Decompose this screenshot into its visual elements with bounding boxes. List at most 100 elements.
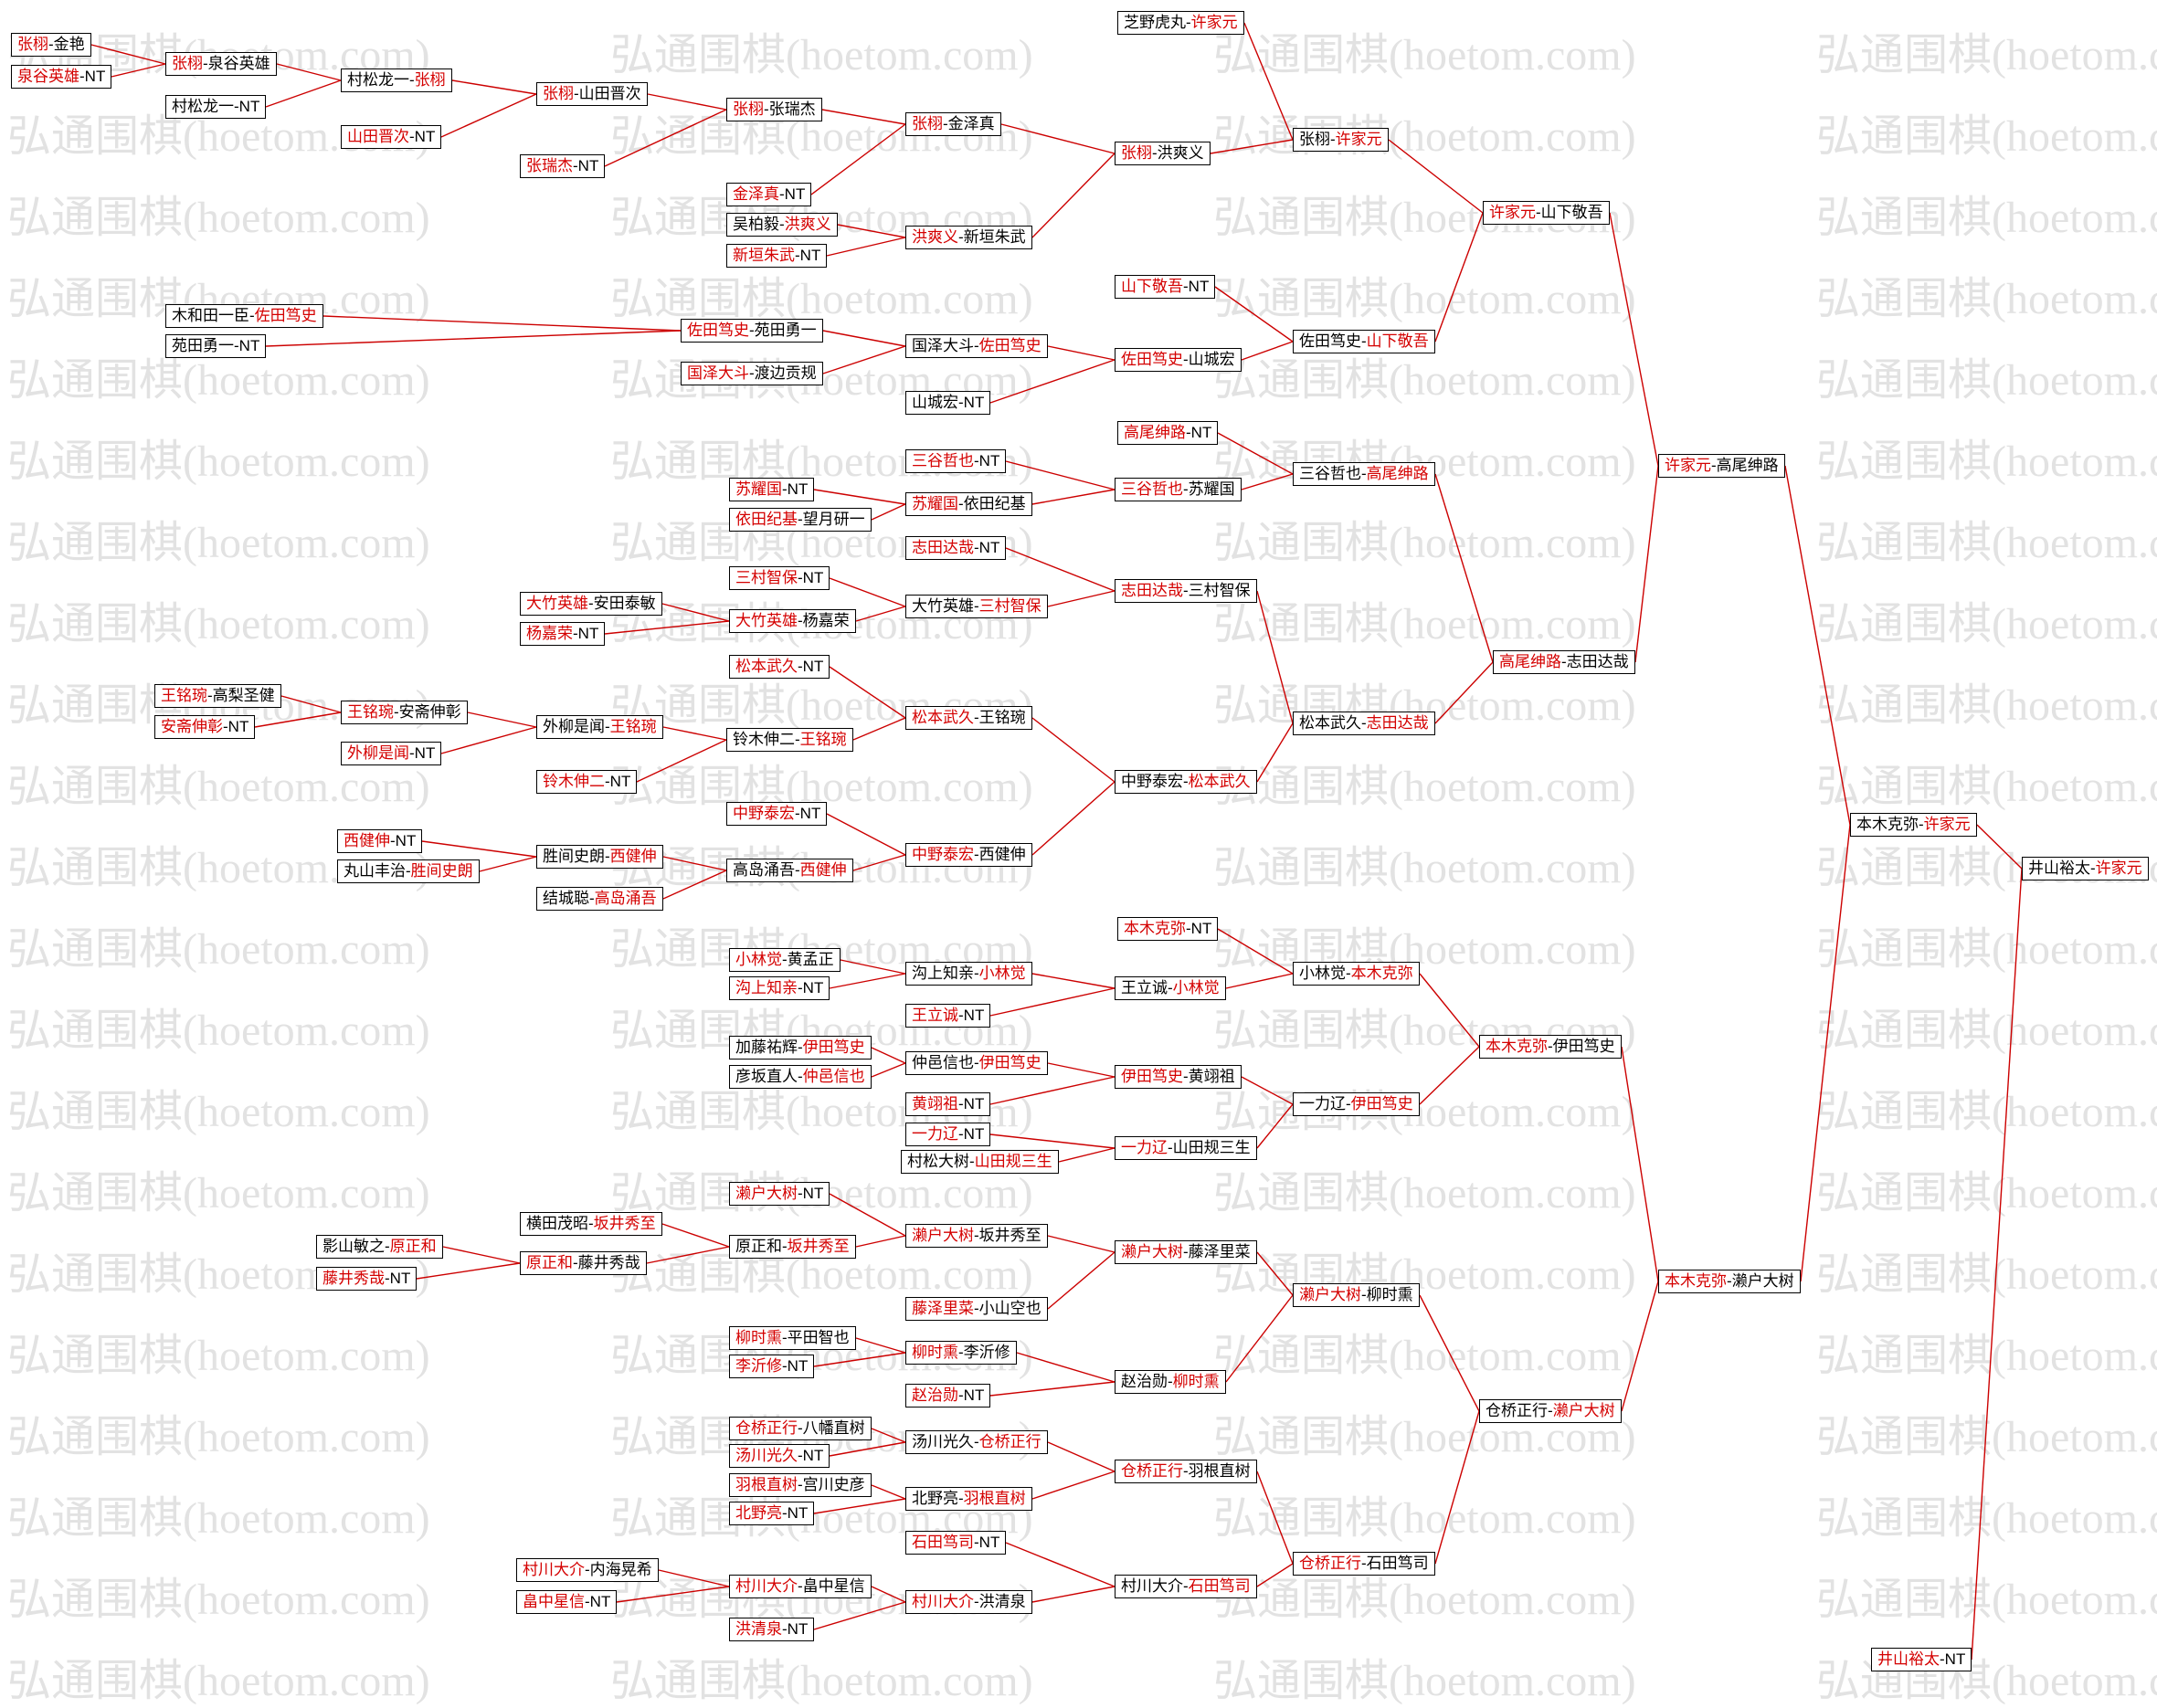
match-box-n71[interactable]: 彦坂直人-仲邑信也: [729, 1065, 872, 1089]
match-box-n47[interactable]: 王铭琬-安斋伸彰: [341, 701, 468, 724]
match-box-n87[interactable]: 原正和-藤井秀哉: [520, 1251, 647, 1275]
match-box-n22[interactable]: 国泽大斗-渡边贡规: [681, 362, 823, 385]
match-box-n96[interactable]: 赵治勋-柳时熏: [1115, 1370, 1226, 1394]
match-box-n52[interactable]: 松本武久-王铭琬: [905, 706, 1032, 730]
match-box-n60[interactable]: 结城聪-高岛涌吾: [536, 887, 663, 911]
match-box-n80[interactable]: 井山裕太-许家元: [2022, 857, 2149, 880]
match-box-n25[interactable]: 佐田笃史-山城宏: [1115, 348, 1242, 372]
match-box-n82[interactable]: 井山裕太-NT: [1871, 1648, 1972, 1671]
match-box-n30[interactable]: 苏耀国-NT: [729, 478, 815, 501]
match-box-n26[interactable]: 山下敬吾-NT: [1115, 275, 1216, 299]
match-box-n12[interactable]: 吴柏毅-洪爽义: [726, 213, 838, 237]
match-box-n4[interactable]: 村松龙一-NT: [165, 95, 267, 119]
match-box-n37[interactable]: 三村智保-NT: [729, 566, 830, 590]
match-box-n103[interactable]: 北野亮-NT: [729, 1502, 815, 1525]
match-box-n49[interactable]: 外柳是闻-王铭琬: [536, 715, 663, 739]
match-box-n99[interactable]: 仓桥正行-八幡直树: [729, 1417, 872, 1440]
match-box-n81[interactable]: 本木克弥-濑户大树: [1658, 1270, 1801, 1293]
match-box-n40[interactable]: 大竹英雄-杨嘉荣: [729, 609, 856, 633]
match-box-n98[interactable]: 仓桥正行-濑户大树: [1479, 1399, 1622, 1423]
match-box-n91[interactable]: 藤泽里菜-小山空也: [905, 1297, 1048, 1321]
match-box-n94[interactable]: 柳时熏-李沂修: [905, 1341, 1017, 1365]
match-box-n79[interactable]: 本木克弥-许家元: [1850, 813, 1977, 837]
match-box-n45[interactable]: 王铭琬-高梨圣健: [154, 684, 281, 708]
match-box-n90[interactable]: 濑户大树-藤泽里菜: [1115, 1240, 1257, 1264]
match-box-n92[interactable]: 柳时熏-平田智也: [729, 1326, 856, 1350]
match-box-n18[interactable]: 许家元-山下敬吾: [1483, 201, 1610, 225]
match-box-n102[interactable]: 羽根直树-宫川史彦: [729, 1473, 872, 1497]
match-box-n73[interactable]: 伊田笃史-黄翊祖: [1115, 1065, 1242, 1089]
match-box-n38[interactable]: 大竹英雄-安田泰敏: [520, 592, 662, 616]
match-box-n111[interactable]: 洪清泉-NT: [729, 1618, 815, 1641]
match-box-n57[interactable]: 丸山丰治-胜间史朗: [337, 859, 480, 883]
match-box-n21[interactable]: 佐田笃史-苑田勇一: [681, 319, 823, 343]
match-box-n64[interactable]: 沟上知亲-NT: [729, 976, 830, 1000]
match-box-n20[interactable]: 苑田勇一-NT: [165, 334, 267, 358]
match-box-n85[interactable]: 影山敏之-原正和: [316, 1235, 443, 1259]
match-box-n55[interactable]: 松本武久-志田达哉: [1293, 712, 1435, 735]
match-box-n51[interactable]: 铃木伸二-NT: [536, 770, 638, 794]
match-box-n42[interactable]: 志田达哉-三村智保: [1115, 579, 1257, 603]
match-box-n50[interactable]: 铃木伸二-王铭琬: [726, 728, 853, 752]
match-box-n59[interactable]: 高岛涌吾-西健伸: [726, 859, 853, 882]
match-box-n43[interactable]: 高尾绅路-志田达哉: [1493, 650, 1635, 674]
match-box-n107[interactable]: 村川大介-内海晃希: [516, 1558, 659, 1582]
match-box-n32[interactable]: 苏耀国-依田纪基: [905, 492, 1032, 516]
match-box-n48[interactable]: 外柳是闻-NT: [341, 742, 442, 765]
match-box-n77[interactable]: 一力辽-山田规三生: [1115, 1136, 1257, 1160]
match-box-n17[interactable]: 张栩-许家元: [1293, 128, 1389, 152]
match-box-n58[interactable]: 胜间史朗-西健伸: [536, 845, 663, 869]
match-box-n76[interactable]: 村松大树-山田规三生: [901, 1150, 1059, 1174]
match-box-n84[interactable]: 横田茂昭-坂井秀至: [520, 1212, 662, 1236]
match-box-n97[interactable]: 濑户大树-柳时熏: [1293, 1283, 1420, 1307]
match-box-n104[interactable]: 北野亮-羽根直树: [905, 1487, 1032, 1511]
match-box-n16[interactable]: 芝野虎丸-许家元: [1117, 11, 1244, 35]
match-box-n72[interactable]: 仲邑信也-伊田笃史: [905, 1051, 1048, 1075]
match-box-n75[interactable]: 一力辽-NT: [905, 1123, 991, 1146]
match-box-n34[interactable]: 三谷哲也-高尾绅路: [1293, 462, 1435, 486]
match-box-n33[interactable]: 三谷哲也-苏耀国: [1115, 478, 1242, 501]
match-box-n61[interactable]: 中野泰宏-西健伸: [905, 843, 1032, 867]
match-box-n44[interactable]: 松本武久-NT: [729, 655, 830, 679]
match-box-n89[interactable]: 濑户大树-坂井秀至: [905, 1224, 1048, 1248]
match-box-n27[interactable]: 佐田笃史-山下敬吾: [1293, 330, 1435, 353]
match-box-n62[interactable]: 本木克弥-NT: [1117, 917, 1219, 941]
match-box-n66[interactable]: 王立诚-NT: [905, 1004, 991, 1028]
match-box-n56[interactable]: 西健伸-NT: [337, 829, 423, 853]
match-box-n9[interactable]: 张栩-张瑞杰: [726, 98, 822, 121]
match-box-n39[interactable]: 杨嘉荣-NT: [520, 622, 606, 646]
match-box-n113[interactable]: 仓桥正行-石田笃司: [1293, 1552, 1435, 1576]
match-box-n109[interactable]: 村川大介-畠中星信: [729, 1575, 872, 1598]
match-box-n54[interactable]: 中野泰宏-松本武久: [1115, 770, 1257, 794]
match-box-n31[interactable]: 依田纪基-望月研一: [729, 508, 872, 532]
match-box-n108[interactable]: 畠中星信-NT: [516, 1590, 618, 1614]
match-box-n3[interactable]: 张栩-泉谷英雄: [165, 52, 277, 76]
match-box-n14[interactable]: 洪爽义-新垣朱武: [905, 226, 1032, 249]
match-box-n106[interactable]: 石田笃司-NT: [905, 1531, 1007, 1555]
match-box-n46[interactable]: 安斋伸彰-NT: [154, 715, 256, 739]
match-box-n83[interactable]: 濑户大树-NT: [729, 1182, 830, 1206]
match-box-n93[interactable]: 李沂修-NT: [729, 1355, 815, 1378]
match-box-n35[interactable]: 许家元-高尾绅路: [1658, 454, 1785, 478]
match-box-n41[interactable]: 大竹英雄-三村智保: [905, 595, 1048, 618]
match-box-n23[interactable]: 国泽大斗-佐田笃史: [905, 334, 1048, 358]
match-box-n13[interactable]: 新垣朱武-NT: [726, 244, 828, 268]
match-box-n74[interactable]: 黄翊祖-NT: [905, 1092, 991, 1116]
match-box-n88[interactable]: 原正和-坂井秀至: [729, 1235, 856, 1259]
match-box-n70[interactable]: 加藤祐辉-伊田笃史: [729, 1036, 872, 1060]
match-box-n86[interactable]: 藤井秀哉-NT: [316, 1267, 418, 1291]
match-box-n36[interactable]: 志田达哉-NT: [905, 536, 1007, 560]
match-box-n24[interactable]: 山城宏-NT: [905, 391, 991, 415]
match-box-n65[interactable]: 沟上知亲-小林觉: [905, 962, 1032, 986]
match-box-n29[interactable]: 三谷哲也-NT: [905, 449, 1007, 473]
match-box-n6[interactable]: 山田晋次-NT: [341, 125, 442, 149]
match-box-n2[interactable]: 泉谷英雄-NT: [11, 65, 112, 89]
match-box-n68[interactable]: 小林觉-本木克弥: [1293, 962, 1420, 986]
match-box-n11[interactable]: 张栩-金泽真: [905, 112, 1001, 136]
match-box-n67[interactable]: 王立诚-小林觉: [1115, 976, 1226, 1000]
match-box-n105[interactable]: 仓桥正行-羽根直树: [1115, 1460, 1257, 1483]
match-box-n10[interactable]: 金泽真-NT: [726, 183, 812, 206]
match-box-n5[interactable]: 村松龙一-张栩: [341, 69, 452, 92]
match-box-n15[interactable]: 张栩-洪爽义: [1115, 142, 1211, 165]
match-box-n101[interactable]: 汤川光久-仓桥正行: [905, 1430, 1048, 1454]
